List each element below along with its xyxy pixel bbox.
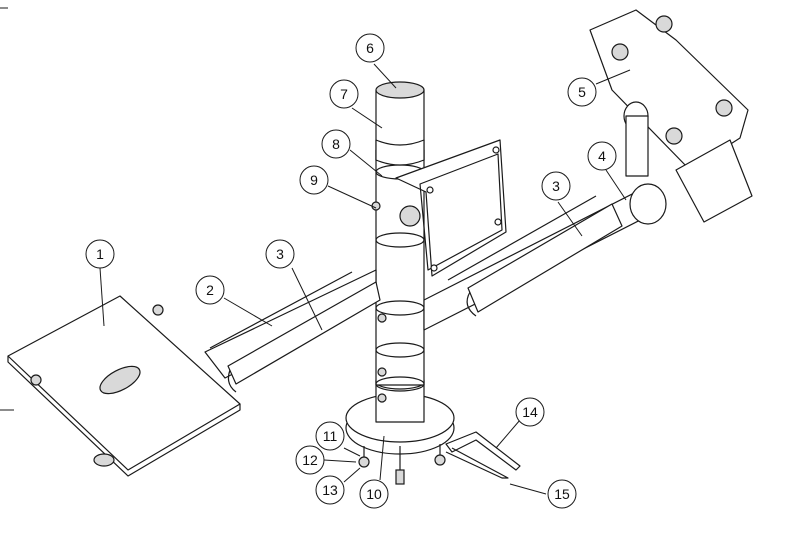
callout-11: 11	[315, 421, 345, 451]
left-arm	[204, 269, 381, 393]
right-arm	[423, 183, 667, 331]
callout-label: 5	[578, 84, 586, 100]
callout-3-right: 3	[541, 171, 571, 201]
callout-8: 8	[321, 129, 351, 159]
callout-label: 12	[302, 452, 318, 468]
callout-label: 3	[276, 246, 284, 262]
vesa-plate	[371, 139, 507, 277]
pole-top-cap	[375, 81, 425, 166]
callout-label: 13	[322, 482, 338, 498]
callout-label: 15	[554, 486, 570, 502]
callout-label: 10	[366, 486, 382, 502]
callout-15: 15	[547, 479, 577, 509]
terminal-holder	[589, 9, 753, 223]
callout-9: 9	[299, 165, 329, 195]
central-pole	[375, 149, 425, 403]
callout-label: 14	[522, 404, 538, 420]
callout-5: 5	[567, 77, 597, 107]
callout-label: 8	[332, 136, 340, 152]
callout-label: 3	[552, 178, 560, 194]
callout-10: 10	[359, 479, 389, 509]
callout-12: 12	[295, 445, 325, 475]
callout-13: 13	[315, 475, 345, 505]
callout-label: 7	[340, 86, 348, 102]
callout-2: 2	[195, 275, 225, 305]
leader-lines	[99, 63, 631, 495]
callout-label: 6	[366, 40, 374, 56]
callout-label: 2	[206, 282, 214, 298]
laptop-tray	[7, 295, 241, 477]
callout-3-left: 3	[265, 239, 295, 269]
callout-label: 1	[96, 246, 104, 262]
callout-7: 7	[329, 79, 359, 109]
callout-label: 4	[598, 148, 606, 164]
callout-14: 14	[515, 397, 545, 427]
callout-label: 9	[310, 172, 318, 188]
callout-6: 6	[355, 33, 385, 63]
callout-4: 4	[587, 141, 617, 171]
cable-clamp	[445, 431, 521, 479]
callout-1: 1	[85, 239, 115, 269]
callout-label: 11	[323, 428, 338, 444]
